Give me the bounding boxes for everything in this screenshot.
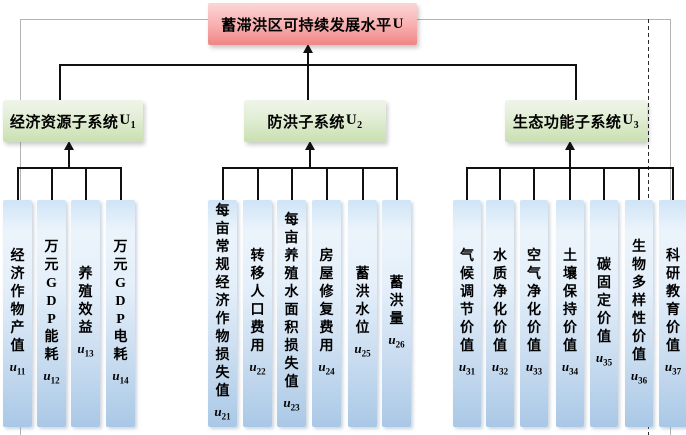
group-1-arrow-up-icon — [64, 141, 74, 150]
indicator-code: u22 — [249, 358, 266, 377]
indicator-code: u11 — [9, 358, 26, 377]
branch-drop-subsystem-1 — [59, 64, 61, 102]
group-2-drop-4 — [325, 167, 328, 201]
group-2-drop-5 — [361, 167, 364, 201]
group-3-drop-6 — [638, 167, 640, 201]
group-3-drop-1 — [466, 167, 468, 201]
branch-drop-subsystem-3 — [575, 64, 577, 102]
indicator-code: u14 — [112, 367, 129, 386]
indicator-code: u35 — [595, 349, 613, 368]
trunk-arrow-up-icon — [303, 44, 313, 53]
subsystem-code: U1 — [119, 111, 137, 131]
group-1-arrow-line — [68, 149, 70, 169]
top-goal-code: U — [392, 15, 404, 32]
indicator-code: u23 — [283, 394, 300, 413]
indicator-code: u12 — [43, 367, 60, 386]
indicator-code: u37 — [664, 358, 682, 377]
group-2-arrow-line — [308, 149, 311, 169]
indicator-code: u13 — [77, 340, 94, 359]
subsystem-code: U3 — [622, 111, 640, 131]
subsystem-label: 经济资源子系统 — [9, 114, 119, 131]
indicator-code: u36 — [630, 367, 648, 386]
group-1-drop-4 — [119, 167, 122, 201]
group-1-drop-2 — [50, 167, 53, 201]
indicator-code: u21 — [214, 403, 231, 422]
subsystem-label: 防洪子系统 — [267, 114, 345, 131]
group-1-drop-1 — [16, 167, 19, 201]
indicator-code: u32 — [491, 358, 509, 377]
connector-gray-right-horizontal — [417, 19, 671, 20]
indicator-code: u31 — [458, 358, 476, 377]
indicator-code: u26 — [388, 331, 405, 350]
top-goal-label: 蓄滞洪区可持续发展水平 — [221, 17, 392, 34]
subsystem-code: U2 — [345, 111, 363, 131]
indicator-code: u33 — [525, 358, 543, 377]
indicator-code: u34 — [561, 358, 579, 377]
group-3-drop-7 — [672, 167, 674, 201]
group-2-drop-3 — [290, 167, 293, 201]
main-branch-horizontal — [59, 64, 577, 66]
group-3-drop-2 — [499, 167, 501, 201]
group-2-drop-6 — [395, 167, 398, 201]
group-3-arrow-up-icon — [565, 141, 575, 150]
indicator-code: u24 — [318, 358, 335, 377]
group-3-drop-4 — [569, 167, 571, 201]
group-2-drop-2 — [256, 167, 259, 201]
group-3-drop-5 — [603, 167, 605, 201]
trunk-line — [307, 52, 309, 102]
connector-gray-left-horizontal — [20, 19, 208, 20]
group-2-drop-1 — [221, 167, 224, 201]
group-3-arrow-line — [569, 149, 571, 169]
group-2-arrow-up-icon — [304, 141, 315, 150]
group-1-drop-3 — [84, 167, 87, 201]
subsystem-label: 生态功能子系统 — [512, 114, 622, 131]
group-3-drop-3 — [533, 167, 535, 201]
indicator-code: u25 — [354, 340, 371, 359]
